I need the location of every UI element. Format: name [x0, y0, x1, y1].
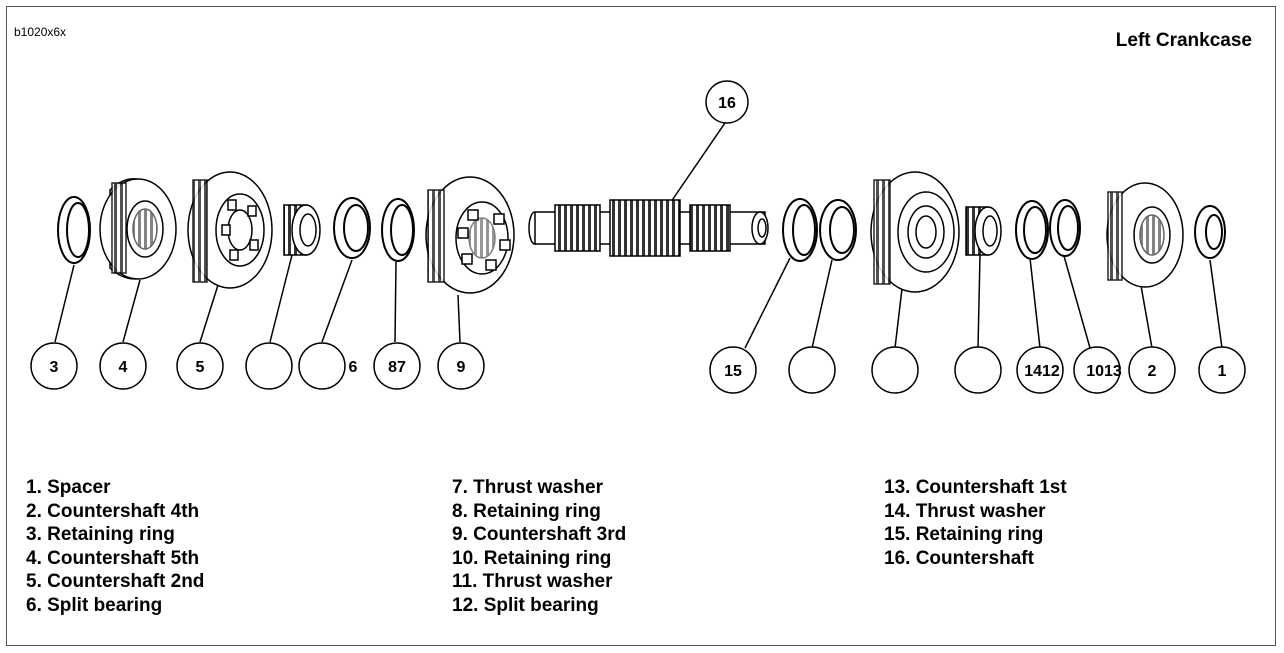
callout-9: 9 — [457, 359, 466, 376]
callout-circles — [30, 80, 1246, 394]
leader-lines — [54, 119, 1223, 349]
part-6-split-bearing — [283, 204, 321, 256]
callout-6: 6 — [349, 359, 358, 376]
part-1-spacer — [1194, 205, 1226, 259]
part-2-gear-4th — [1106, 182, 1184, 288]
legend-item: 7. Thrust washer — [452, 477, 603, 498]
callout-3: 3 — [50, 359, 59, 376]
callout-2: 2 — [1148, 363, 1157, 380]
legend-item: 15. Retaining ring — [884, 524, 1044, 545]
part-13-gear-1st — [870, 171, 960, 293]
part-4-gear-5th — [99, 178, 177, 280]
callout-1412: 1412 — [1024, 363, 1060, 380]
diagram-title: Left Crankcase — [1115, 30, 1252, 51]
legend-item: 11. Thrust washer — [452, 571, 613, 592]
part-3-retaining-ring — [57, 196, 91, 264]
legend-item: 1. Spacer — [26, 477, 111, 498]
legend-column-2: 7. Thrust washer 8. Retaining ring 9. Co… — [452, 476, 626, 617]
legend-item: 10. Retaining ring — [452, 547, 612, 569]
part-15-retaining-ring — [782, 198, 818, 262]
legend-item: 5. Countershaft 2nd — [26, 571, 205, 592]
callout-5: 5 — [196, 359, 205, 376]
legend-item: 8. Retaining ring — [452, 500, 601, 522]
callout-15: 15 — [724, 363, 742, 380]
drawing-code: b1020x6x — [14, 25, 67, 39]
legend-item: 14. Thrust washer — [884, 500, 1046, 522]
part-8-retaining-ring — [381, 198, 415, 262]
callout-87: 87 — [388, 359, 406, 376]
legend-column-3: 13. Countershaft 1st 14. Thrust washer 1… — [884, 476, 1067, 570]
callout-4: 4 — [119, 359, 128, 376]
callout-1013: 1013 — [1086, 363, 1122, 380]
legend-item: 16. Countershaft — [884, 547, 1034, 569]
diagram-border — [6, 6, 1276, 646]
callout-16: 16 — [718, 95, 736, 112]
legend-item: 4. Countershaft 5th — [26, 547, 200, 569]
part-7-thrust-washer — [333, 197, 371, 259]
legend-item: 13. Countershaft 1st — [884, 477, 1067, 498]
part-11-thrust-washer — [1015, 200, 1049, 260]
part-9-gear-3rd — [425, 176, 515, 294]
legend-item: 6. Split bearing — [26, 594, 163, 616]
legend-item: 2. Countershaft 4th — [26, 500, 200, 522]
legend-item: 3. Retaining ring — [26, 524, 175, 545]
callout-1: 1 — [1218, 363, 1227, 380]
part-5-gear-2nd — [187, 171, 273, 289]
part-thrust-washer-right — [819, 199, 857, 261]
legend-item: 12. Split bearing — [452, 594, 599, 616]
part-16-countershaft — [528, 199, 769, 257]
legend-column-1: 1. Spacer 2. Countershaft 4th 3. Retaini… — [26, 476, 204, 617]
part-10-retaining-ring — [1049, 199, 1081, 257]
legend-item: 9. Countershaft 3rd — [452, 524, 627, 545]
part-12-split-bearing — [965, 206, 1002, 256]
